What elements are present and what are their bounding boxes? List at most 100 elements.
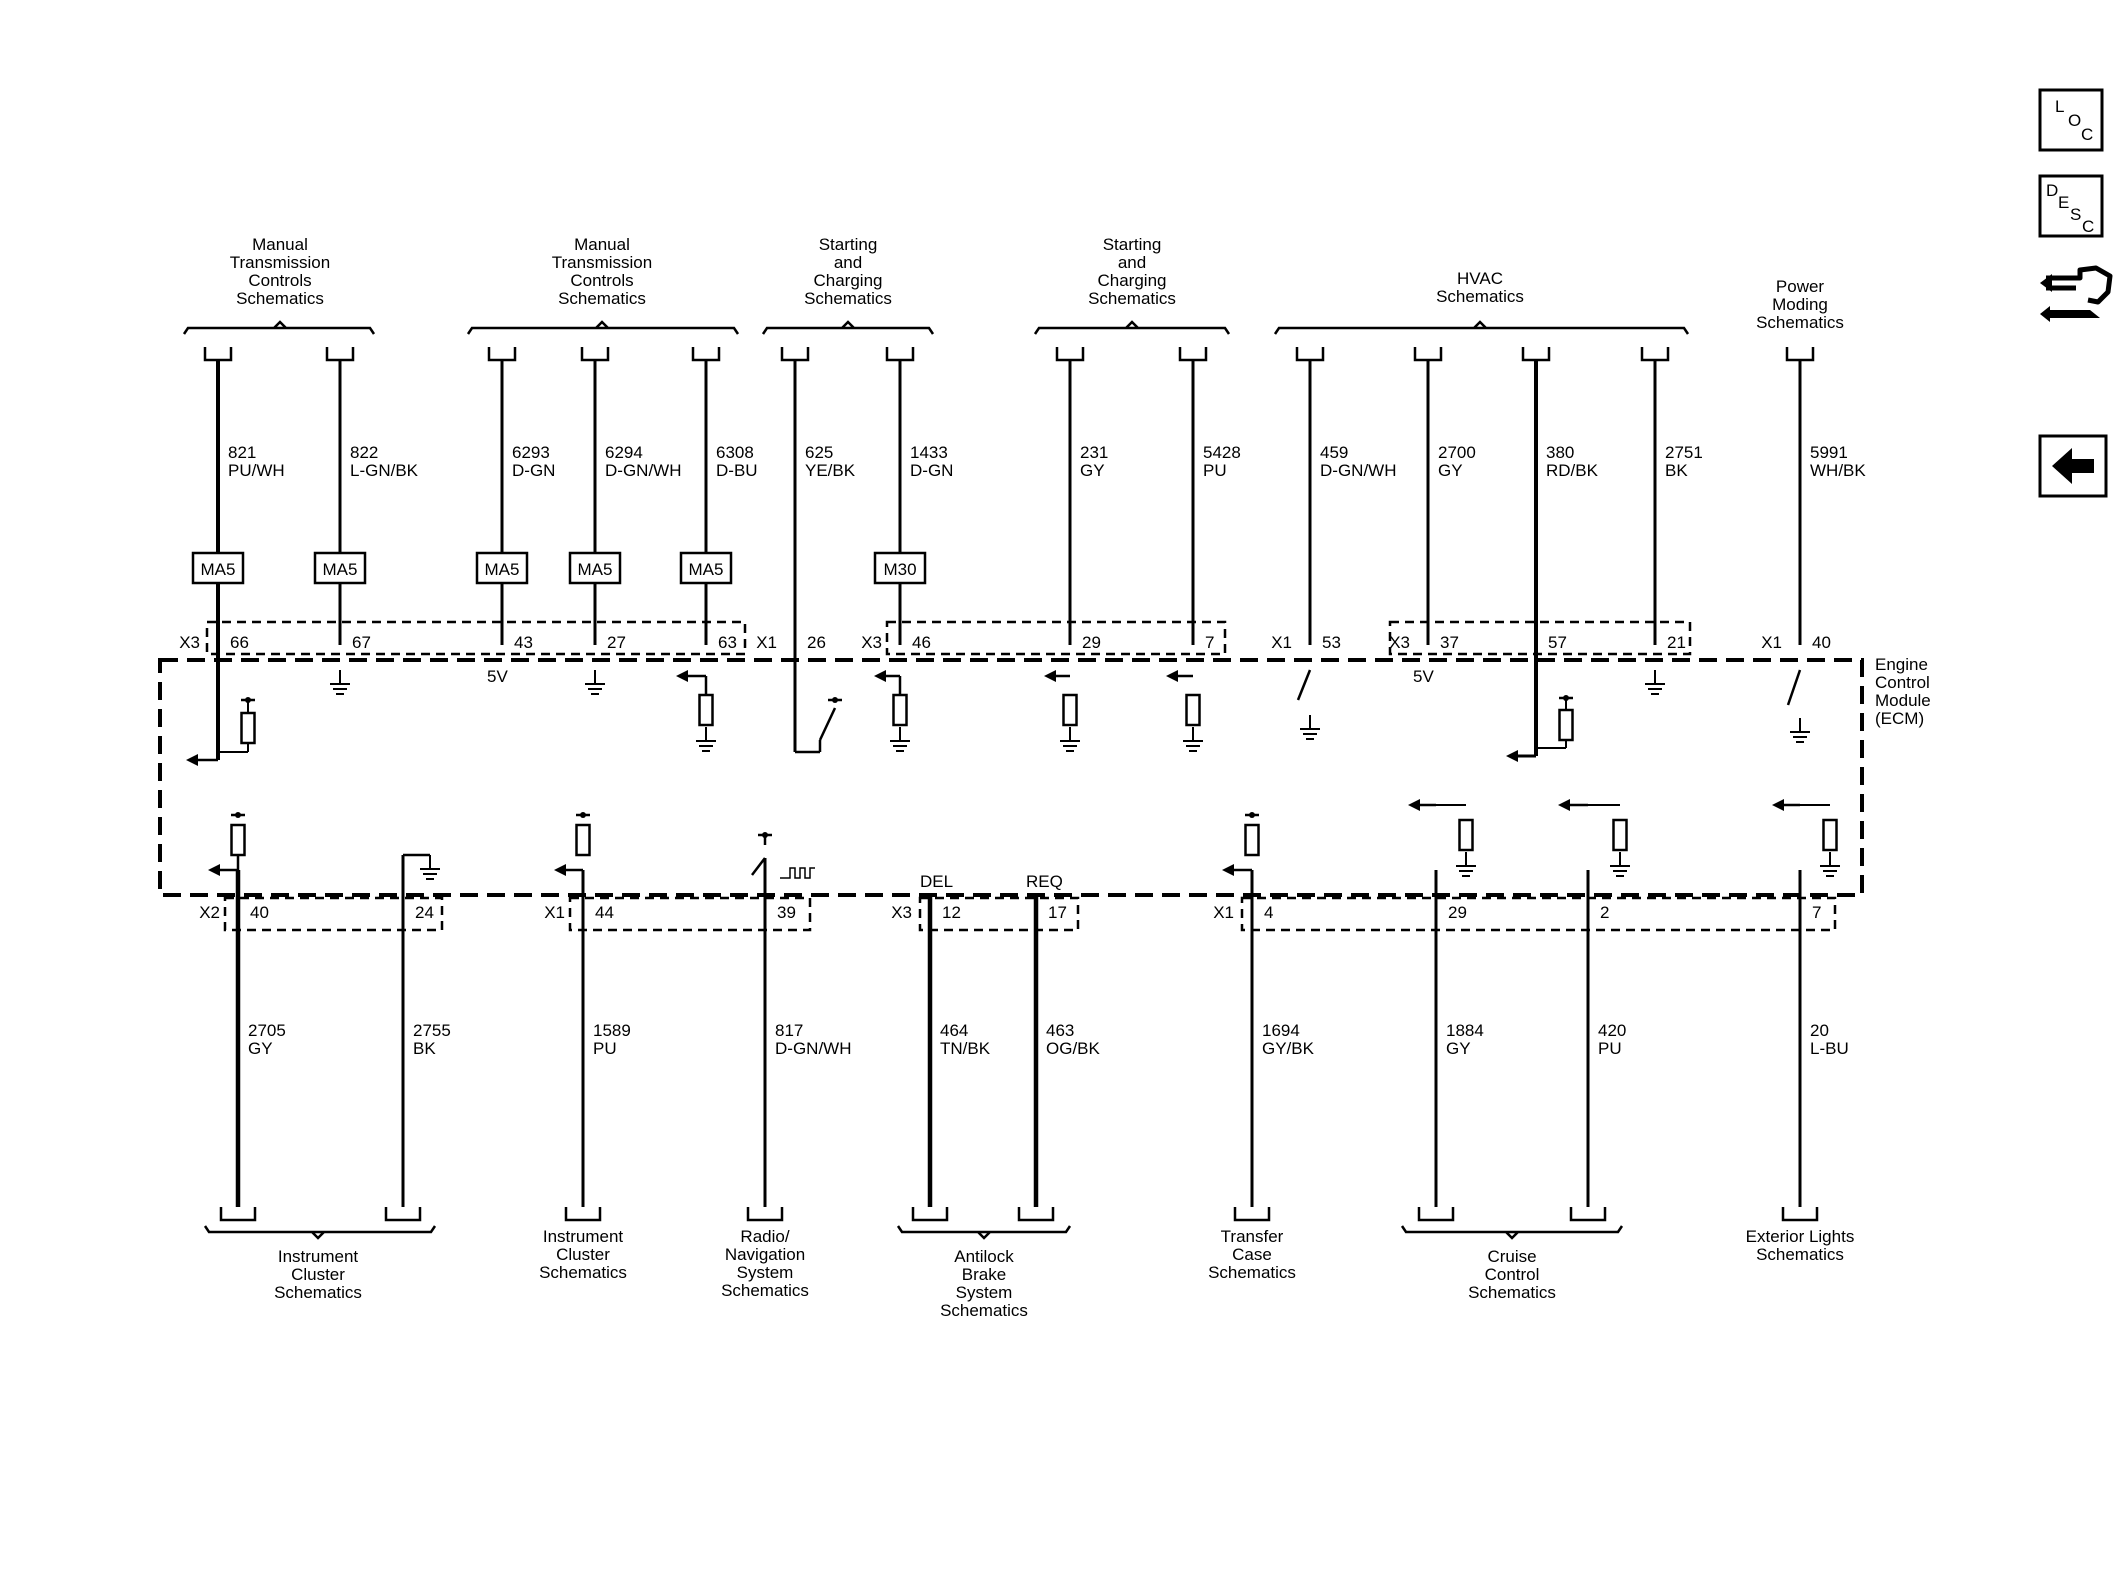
wire-color: PU — [1203, 461, 1227, 480]
group-label: and — [1118, 253, 1146, 272]
group-label: Manual — [574, 235, 630, 254]
supply-dot — [580, 812, 586, 818]
resistor-symbol — [1185, 693, 1201, 727]
supply-dot — [235, 812, 241, 818]
signal-label: DEL — [920, 872, 953, 891]
connector-terminal — [1781, 1207, 1819, 1222]
resistor-symbol — [1558, 708, 1574, 742]
pin-number: 46 — [912, 633, 931, 652]
connector-terminal — [911, 1207, 949, 1222]
splice-label: MA5 — [323, 560, 358, 579]
connector-terminal — [691, 347, 721, 362]
wire-color: D-GN/WH — [775, 1039, 851, 1058]
group-label: Schematics — [558, 289, 646, 308]
splice-box — [679, 551, 733, 585]
connector-terminal — [1017, 1207, 1055, 1222]
circuit-number: 20 — [1810, 1021, 1829, 1040]
group-bracket — [466, 320, 740, 335]
desc-letter: C — [2082, 217, 2094, 236]
pin-number: 53 — [1322, 633, 1341, 652]
splice-box — [568, 551, 622, 585]
wire-color: PU — [1598, 1039, 1622, 1058]
wire-color: L-BU — [1810, 1039, 1849, 1058]
arrow-head — [1408, 799, 1420, 811]
resistor-symbol — [1062, 693, 1078, 727]
wire-color: D-BU — [716, 461, 758, 480]
connector-terminal — [564, 1207, 602, 1222]
group-label: Instrument — [278, 1247, 359, 1266]
loc-button[interactable]: LOC — [2038, 88, 2104, 152]
back-button[interactable] — [2038, 434, 2108, 498]
connector-label: X3 — [179, 633, 200, 652]
connector-terminal — [1521, 347, 1551, 362]
group-label: Exterior Lights — [1746, 1227, 1855, 1246]
arrow-head — [1044, 670, 1056, 682]
resistor-symbol — [698, 693, 714, 727]
pin-number: 40 — [1812, 633, 1831, 652]
connector-terminal — [885, 347, 915, 362]
group-label: Schematics — [539, 1263, 627, 1282]
wire-color: D-GN/WH — [605, 461, 681, 480]
circuit-number: 464 — [940, 1021, 968, 1040]
ecm-label: Control — [1875, 673, 1930, 692]
pin-number: 7 — [1812, 903, 1821, 922]
group-label: Schematics — [940, 1301, 1028, 1320]
circuit-number: 2700 — [1438, 443, 1476, 462]
pin-number: 29 — [1082, 633, 1101, 652]
wire-color: L-GN/BK — [350, 461, 419, 480]
splice-label: MA5 — [485, 560, 520, 579]
group-label: Transmission — [552, 253, 652, 272]
arrow-head — [1506, 750, 1518, 762]
group-bracket — [1273, 320, 1690, 335]
group-label: Schematics — [1756, 313, 1844, 332]
group-label: Manual — [252, 235, 308, 254]
connector-terminal — [1569, 1207, 1607, 1222]
ground-symbol — [1610, 852, 1630, 877]
connector-terminal — [1417, 1207, 1455, 1222]
group-bracket — [1033, 320, 1231, 335]
group-label: Power — [1776, 277, 1825, 296]
wire-color: GY — [1438, 461, 1463, 480]
ground-symbol — [1456, 852, 1476, 877]
wire-segment — [1786, 669, 1802, 706]
desc-letter: E — [2058, 193, 2069, 212]
connector-icon-arrow — [2040, 274, 2052, 292]
ground-symbol — [420, 855, 440, 880]
connector-label: X2 — [199, 903, 220, 922]
connector-terminal — [219, 1207, 257, 1222]
arrow-head — [1558, 799, 1570, 811]
pin-number: 43 — [514, 633, 533, 652]
group-label: Schematics — [1436, 287, 1524, 306]
group-label: Charging — [1098, 271, 1167, 290]
wire-color: YE/BK — [805, 461, 856, 480]
group-label: Instrument — [543, 1227, 624, 1246]
connector-label: X3 — [1389, 633, 1410, 652]
connector-button[interactable] — [2040, 265, 2113, 322]
connector-terminal — [746, 1207, 784, 1222]
circuit-number: 6293 — [512, 443, 550, 462]
